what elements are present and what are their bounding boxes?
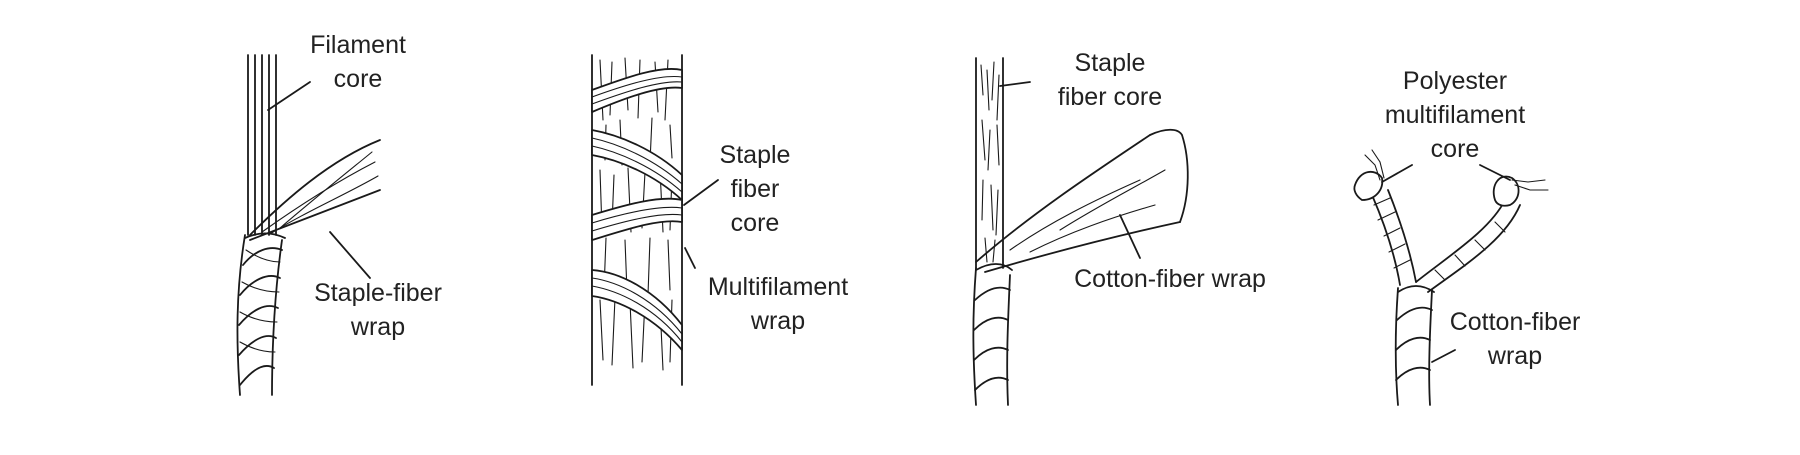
label-filament-core: Filament core [310,31,406,93]
filament-core [247,54,277,236]
figure-3-drawing [972,57,1189,406]
label-cotton-fiber-wrap-4: Cotton-fiber wrap [1449,308,1581,370]
label-staple-fiber-core-3: Staple fiber core [1057,49,1163,111]
staple-fiber-bundle [249,139,381,241]
label-cotton-fiber-wrap-3: Cotton-fiber wrap [1074,265,1266,293]
label-staple-fiber-core-2: Staple fiber core [719,141,791,237]
multifilament-wrap [591,68,683,351]
leader-cotton-fiber-wrap-4 [1431,349,1456,363]
figure-2-drawing [591,54,719,386]
leader-staple-fiber-core-3 [999,81,1031,87]
two-ply-yarn [1353,149,1549,406]
figure-1-drawing [236,54,381,396]
leader-cotton-fiber-wrap-3 [1119,214,1141,259]
leader-filament-core [267,81,311,111]
leader-polyester-core-left [1381,164,1413,183]
figure-4-drawing [1353,149,1549,406]
staple-core-strand [975,57,1004,269]
leader-polyester-core-right [1479,164,1511,181]
label-staple-fiber-wrap: Staple-fiber wrap [314,279,442,341]
leader-multifilament-wrap [684,247,696,269]
label-polyester-core: Polyester multifilament core [1384,67,1526,163]
twisted-yarn-body [236,232,286,396]
leader-staple-fiber-wrap [329,231,371,279]
cotton-wrapped-yarn [972,263,1013,406]
label-multifilament-wrap: Multifilament wrap [707,273,849,335]
cotton-sliver [975,128,1189,273]
leader-staple-fiber-core [683,179,719,206]
